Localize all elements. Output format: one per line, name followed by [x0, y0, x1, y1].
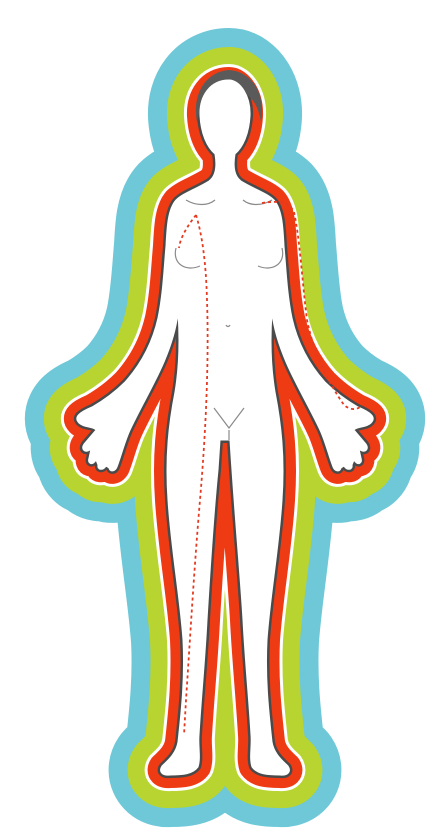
- body-aura-diagram: [0, 0, 432, 831]
- human-figure-illustration: [0, 0, 432, 831]
